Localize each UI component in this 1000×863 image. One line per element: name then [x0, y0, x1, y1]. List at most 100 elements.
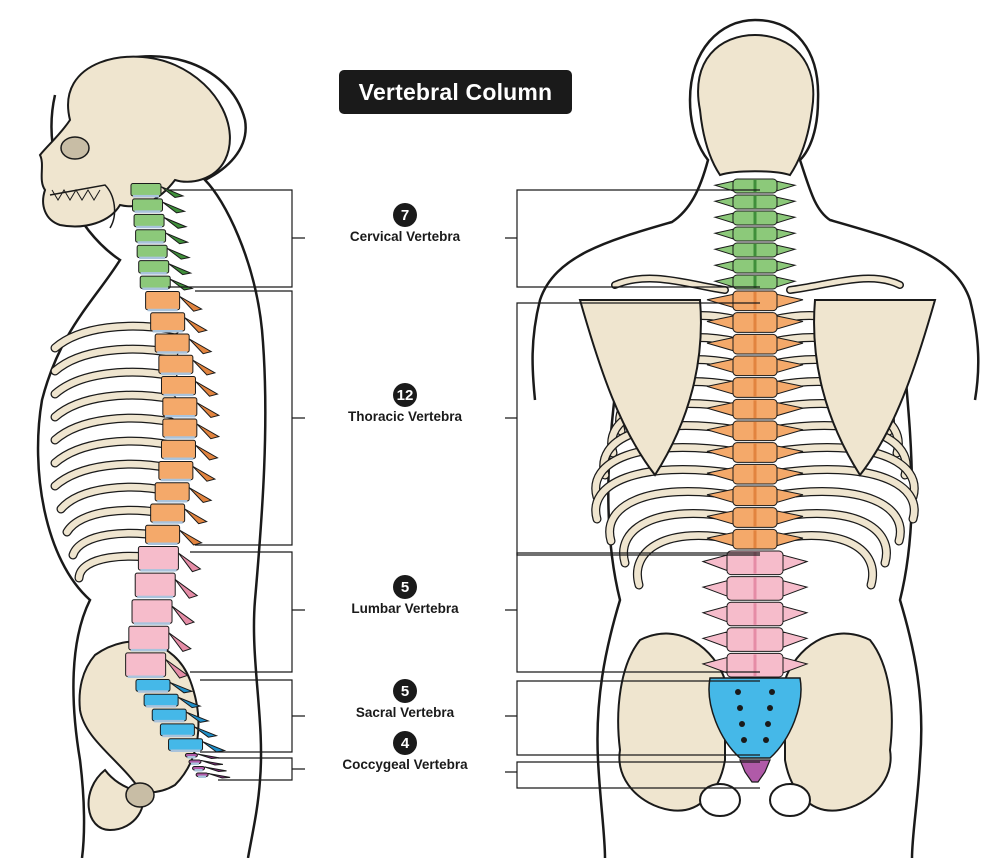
- side-process-thoracic: [188, 338, 213, 355]
- side-vertebra-cervical: [130, 183, 162, 197]
- back-pelvis: [617, 632, 893, 812]
- side-process-lumbar: [165, 658, 189, 679]
- side-process-cervical: [160, 186, 185, 198]
- side-process-thoracic: [179, 529, 203, 546]
- sacral-foramen: [763, 737, 769, 743]
- side-process-thoracic: [188, 487, 213, 504]
- side-disc: [134, 622, 171, 625]
- side-disc: [194, 769, 203, 772]
- side-disc: [137, 595, 174, 599]
- side-process-thoracic: [184, 317, 208, 334]
- side-disc: [137, 690, 168, 693]
- side-process-cervical: [166, 247, 191, 260]
- side-disc: [147, 308, 178, 312]
- label-thoracic: 12 Thoracic Vertebra: [305, 383, 505, 424]
- side-process-thoracic: [195, 380, 219, 397]
- side-process-lumbar: [178, 552, 202, 573]
- side-vertebra-thoracic: [145, 291, 181, 311]
- side-process-lumbar: [174, 579, 199, 599]
- side-view: [36, 55, 267, 859]
- region-label-lumbar: Lumbar Vertebra: [351, 601, 459, 616]
- back-rib-fill: [769, 466, 918, 523]
- side-vertebra-sacral: [151, 708, 187, 722]
- side-vertebra-cervical: [136, 244, 168, 259]
- label-cervical: 7 Cervical Vertebra: [305, 203, 505, 244]
- right-scapula: [813, 299, 937, 477]
- side-disc: [163, 457, 194, 460]
- side-process-cervical: [169, 278, 194, 291]
- brackets: [168, 189, 760, 789]
- back-spine: [701, 178, 809, 783]
- side-disc: [137, 241, 164, 244]
- back-sacrum: [708, 677, 802, 759]
- back-rib-fill: [620, 510, 741, 567]
- right-hip-joint: [769, 783, 811, 817]
- side-vertebra-thoracic: [162, 397, 198, 417]
- sacral-foramen: [735, 689, 741, 695]
- side-disc: [160, 372, 191, 375]
- diagram-title: Vertebral Column: [339, 70, 572, 114]
- side-disc: [157, 351, 188, 354]
- side-vertebra-cervical: [133, 213, 165, 228]
- side-disc: [136, 225, 163, 229]
- side-vertebra-sacral: [159, 723, 195, 737]
- side-process-coccygeal: [197, 753, 220, 760]
- back-rib-fill: [769, 510, 890, 567]
- side-body-front: [36, 94, 122, 859]
- jaw: [49, 184, 116, 229]
- side-disc: [190, 762, 199, 765]
- teeth: [51, 189, 101, 201]
- back-rib-fill: [769, 488, 904, 545]
- hip-socket: [125, 782, 155, 808]
- count-badge-sacral: 5: [393, 679, 417, 703]
- side-vertebra-thoracic: [158, 354, 194, 374]
- side-process-cervical: [165, 232, 190, 245]
- side-disc: [139, 256, 166, 260]
- side-vertebra-cervical: [135, 229, 167, 243]
- side-disc: [157, 500, 188, 503]
- sacral-foramen: [739, 721, 745, 727]
- side-disc: [140, 272, 167, 275]
- side-process-thoracic: [196, 402, 221, 419]
- side-process-thoracic: [195, 444, 219, 461]
- bracket-right-sacral: [505, 680, 760, 756]
- count-badge-cervical: 7: [393, 203, 417, 227]
- side-process-thoracic: [192, 359, 217, 376]
- sacral-foramen: [769, 689, 775, 695]
- side-vertebra-thoracic: [160, 439, 196, 459]
- back-coccyx: [739, 759, 771, 783]
- left-scapula: [578, 299, 702, 477]
- side-process-thoracic: [179, 295, 203, 312]
- side-vertebra-lumbar: [125, 652, 167, 678]
- side-rib-fill: [51, 368, 177, 398]
- side-vertebra-thoracic: [160, 376, 196, 396]
- side-process-coccygeal: [200, 759, 224, 766]
- bracket-left-lumbar: [190, 551, 305, 673]
- side-spine: [125, 183, 231, 779]
- side-vertebra-thoracic: [162, 418, 198, 438]
- side-vertebra-thoracic: [145, 524, 181, 544]
- left-hip-joint: [699, 783, 741, 817]
- label-coccygeal: 4 Coccygeal Vertebra: [305, 731, 505, 772]
- back-rib-fill: [592, 444, 741, 501]
- back-skull: [697, 33, 815, 177]
- bracket-right-coccygeal: [505, 761, 760, 789]
- bracket-left-thoracic: [195, 290, 305, 546]
- right-clavicle-fill: [787, 276, 903, 293]
- side-process-thoracic: [184, 508, 208, 525]
- side-vertebra-lumbar: [128, 625, 170, 651]
- eye-socket: [60, 136, 90, 160]
- label-sacral: 5 Sacral Vertebra: [305, 679, 505, 720]
- side-vertebra-lumbar: [137, 546, 179, 571]
- region-label-thoracic: Thoracic Vertebra: [347, 409, 463, 424]
- side-vertebra-sacral: [143, 693, 179, 707]
- sacral-foramen: [765, 721, 771, 727]
- sacral-foramen: [767, 705, 773, 711]
- side-vertebra-sacral: [168, 738, 204, 752]
- side-process-sacral: [177, 696, 202, 709]
- side-process-coccygeal: [207, 772, 231, 779]
- label-lumbar: 5 Lumbar Vertebra: [305, 575, 505, 616]
- side-process-lumbar: [168, 632, 192, 652]
